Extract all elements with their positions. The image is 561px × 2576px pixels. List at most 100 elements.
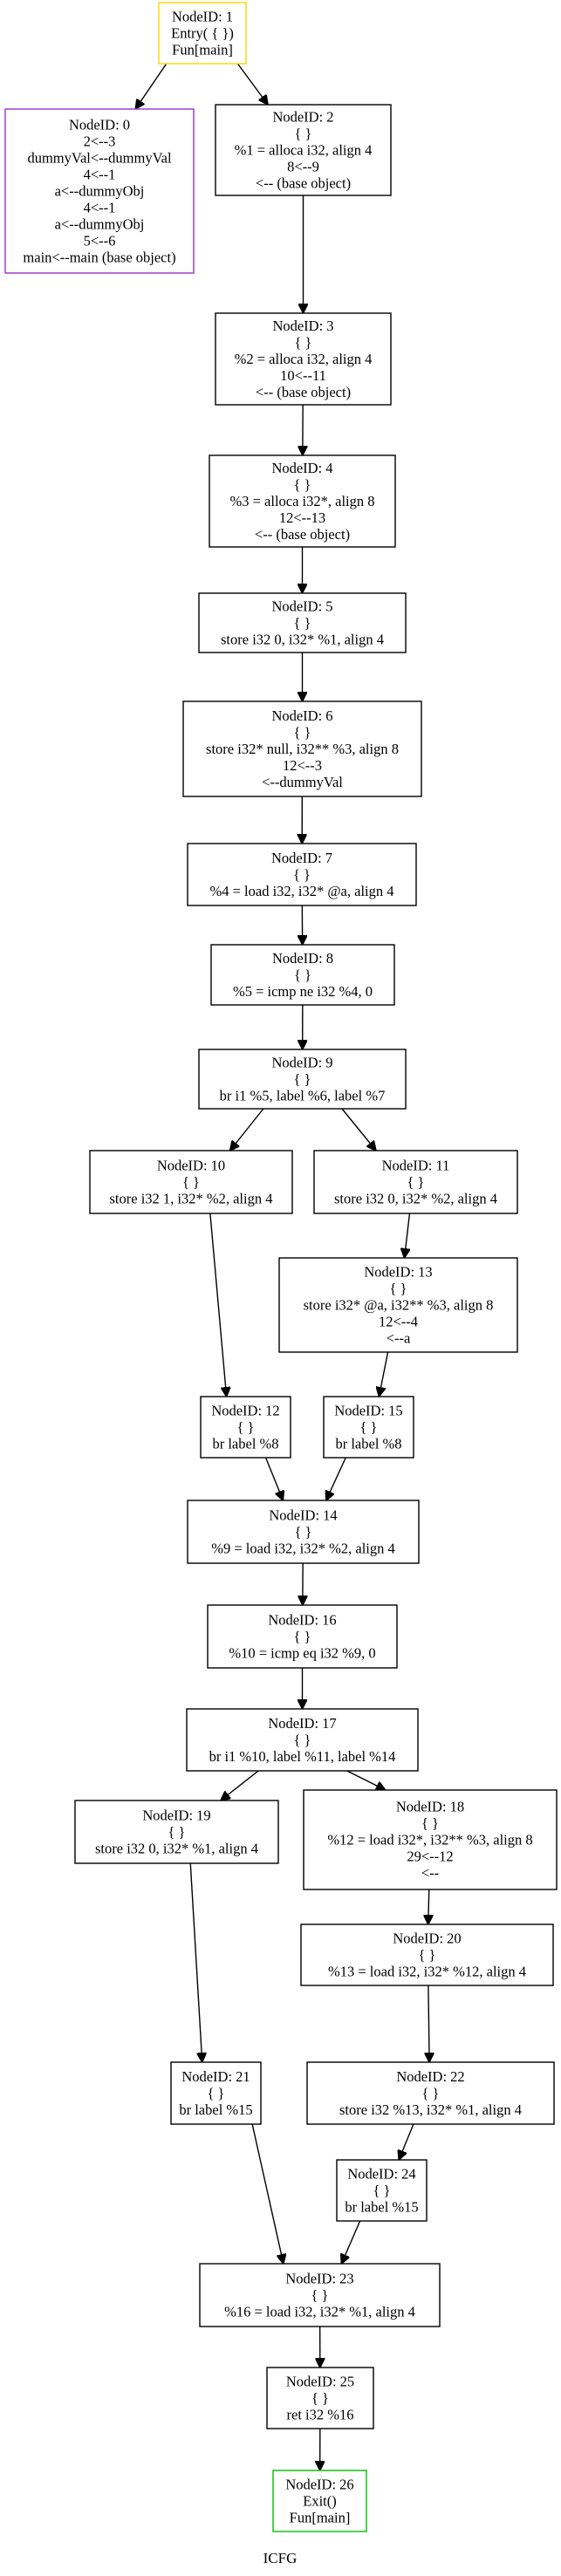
node-2-line-1: { } — [295, 125, 312, 141]
node-12-line-2: br label %8 — [212, 1435, 278, 1452]
edge-1-to-0 — [135, 63, 168, 109]
node-0-line-2: dummyVal<--dummyVal — [27, 149, 172, 166]
node-19-line-1: { } — [168, 1823, 186, 1840]
node-17-line-0: NodeID: 17 — [268, 1715, 336, 1732]
node-11-line-2: store i32 0, i32* %2, align 4 — [334, 1190, 497, 1206]
node-19-line-2: store i32 0, i32* %1, align 4 — [95, 1840, 258, 1856]
node-26-line-1: Exit() — [303, 2492, 337, 2509]
node-0-line-0: NodeID: 0 — [69, 116, 130, 133]
node-13-line-1: { } — [390, 1280, 407, 1296]
node-9-line-2: br i1 %5, label %6, label %7 — [220, 1087, 386, 1104]
node-10-box — [89, 1150, 293, 1214]
node-6-line-4: <--dummyVal — [262, 774, 343, 790]
edge-9-to-11 — [341, 1108, 376, 1151]
node-21-line-1: { } — [208, 2085, 225, 2101]
node-13: NodeID: 13{ }store i32* @a, i32** %3, al… — [278, 1257, 518, 1353]
node-13-line-4: <--a — [387, 1329, 411, 1346]
node-0-line-7: 5<--6 — [84, 232, 116, 249]
node-7-line-2: %4 = load i32, i32* @a, align 4 — [209, 883, 393, 899]
node-18-line-3: 29<--12 — [407, 1848, 453, 1864]
node-3-box — [215, 312, 392, 406]
node-17-line-2: br i1 %10, label %11, label %14 — [209, 1748, 396, 1765]
node-22-line-1: { } — [422, 2085, 440, 2101]
node-8-line-0: NodeID: 8 — [272, 950, 333, 967]
node-14: NodeID: 14{ }%9 = load i32, i32* %2, ali… — [187, 1500, 420, 1564]
node-4-line-1: { } — [294, 476, 311, 493]
node-2-line-0: NodeID: 2 — [272, 108, 333, 125]
edges-layer — [135, 63, 429, 2470]
node-10-line-2: store i32 1, i32* %2, align 4 — [110, 1190, 273, 1206]
node-11: NodeID: 11{ }store i32 0, i32* %2, align… — [313, 1150, 518, 1214]
node-24-line-0: NodeID: 24 — [347, 2165, 415, 2182]
node-4: NodeID: 4{ }%3 = alloca i32*, align 812<… — [209, 454, 396, 548]
node-3-line-2: %2 = alloca i32, align 4 — [235, 351, 373, 367]
node-9-line-1: { } — [294, 1070, 311, 1087]
node-8-box — [210, 944, 395, 1006]
edge-12-to-14 — [264, 1457, 284, 1500]
node-5-box — [198, 592, 407, 653]
node-7-line-0: NodeID: 7 — [271, 850, 332, 866]
node-9: NodeID: 9{ }br i1 %5, label %6, label %7 — [198, 1049, 407, 1110]
node-23-line-2: %16 = load i32, i32* %1, align 4 — [224, 2303, 415, 2320]
node-23-box — [199, 2263, 441, 2327]
node-4-box — [209, 454, 396, 548]
node-6-line-3: 12<--3 — [283, 757, 322, 774]
node-25-box — [266, 2367, 374, 2429]
edge-20-to-22 — [428, 1985, 429, 2062]
node-19: NodeID: 19{ }store i32 0, i32* %1, align… — [74, 1800, 279, 1864]
edge-1-to-2 — [236, 63, 268, 105]
node-12: NodeID: 12{ }br label %8 — [200, 1396, 291, 1459]
node-15-line-1: { } — [360, 1418, 378, 1435]
node-12-line-1: { } — [237, 1418, 255, 1435]
node-21-line-0: NodeID: 21 — [181, 2068, 250, 2085]
node-15-line-0: NodeID: 15 — [334, 1402, 402, 1418]
node-2: NodeID: 2{ }%1 = alloca i32, align 48<--… — [215, 104, 392, 196]
node-15-box — [323, 1396, 414, 1459]
edge-10-to-12 — [209, 1213, 227, 1397]
edge-21-to-23 — [251, 2123, 284, 2264]
node-16-line-1: { } — [294, 1628, 311, 1644]
node-6-line-2: store i32* null, i32** %3, align 8 — [206, 741, 399, 757]
edge-11-to-13 — [405, 1213, 410, 1258]
node-14-line-2: %9 = load i32, i32* %2, align 4 — [211, 1540, 395, 1556]
node-11-box — [313, 1150, 518, 1214]
edge-22-to-24 — [399, 2123, 414, 2160]
node-10-line-0: NodeID: 10 — [157, 1157, 225, 1173]
node-25-line-1: { } — [311, 2389, 329, 2406]
node-16: NodeID: 16{ }%10 = icmp eq i32 %9, 0 — [207, 1604, 398, 1669]
node-24-line-1: { } — [373, 2182, 391, 2198]
node-3-line-1: { } — [295, 334, 312, 351]
node-13-line-0: NodeID: 13 — [364, 1263, 432, 1280]
node-6-line-0: NodeID: 6 — [271, 707, 332, 724]
node-8-line-2: %5 = icmp ne i32 %4, 0 — [233, 983, 373, 1000]
edge-15-to-14 — [326, 1457, 346, 1500]
node-6: NodeID: 6{ }store i32* null, i32** %3, a… — [182, 700, 422, 797]
node-5-line-1: { } — [294, 614, 311, 631]
node-3-line-3: 10<--11 — [280, 367, 326, 384]
node-1-line-1: Entry( { }) — [171, 24, 234, 41]
node-2-line-3: 8<--9 — [287, 158, 319, 174]
node-16-line-0: NodeID: 16 — [268, 1611, 336, 1628]
node-18-line-1: { } — [421, 1814, 439, 1831]
edge-19-to-21 — [189, 1862, 202, 2062]
node-8: NodeID: 8{ }%5 = icmp ne i32 %4, 0 — [210, 944, 395, 1006]
node-5-line-2: store i32 0, i32* %1, align 4 — [221, 631, 384, 647]
edge-13-to-15 — [379, 1351, 389, 1397]
node-5: NodeID: 5{ }store i32 0, i32* %1, align … — [198, 592, 407, 653]
node-10: NodeID: 10{ }store i32 1, i32* %2, align… — [89, 1150, 293, 1214]
node-13-line-3: 12<--4 — [379, 1313, 418, 1329]
node-16-line-2: %10 = icmp eq i32 %9, 0 — [229, 1644, 375, 1661]
node-9-box — [198, 1049, 407, 1110]
node-20-line-0: NodeID: 20 — [393, 1930, 461, 1946]
node-4-line-2: %3 = alloca i32*, align 8 — [229, 493, 374, 509]
node-12-line-0: NodeID: 12 — [211, 1402, 279, 1418]
node-20-line-1: { } — [419, 1946, 436, 1963]
node-13-line-2: store i32* @a, i32** %3, align 8 — [304, 1296, 494, 1313]
node-18-box — [303, 1789, 558, 1890]
node-15-line-2: br label %8 — [335, 1435, 401, 1452]
node-21-line-2: br label %15 — [179, 2101, 252, 2118]
node-1-line-0: NodeID: 1 — [172, 8, 233, 24]
edge-24-to-23 — [341, 2220, 361, 2264]
node-24: NodeID: 24{ }br label %15 — [336, 2159, 428, 2222]
